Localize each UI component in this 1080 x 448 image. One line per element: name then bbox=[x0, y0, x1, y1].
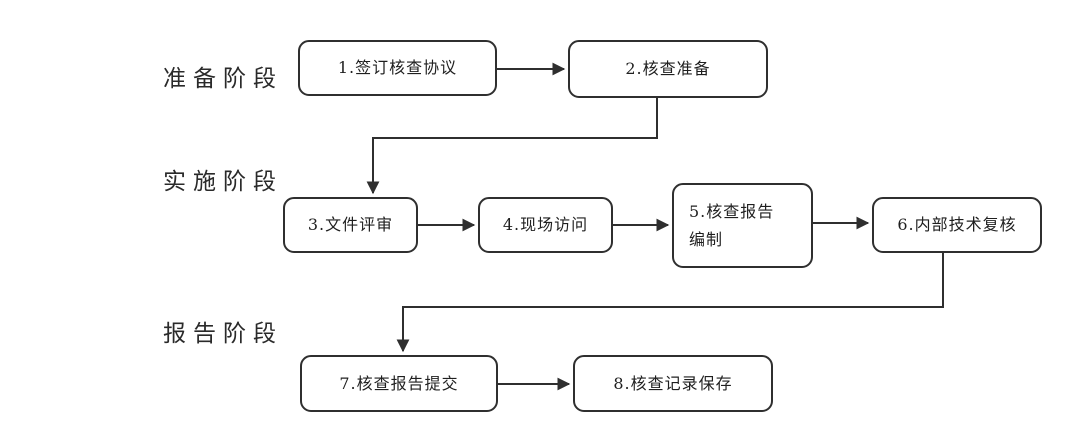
step-box-6-internal-technical-review: 6.内部技术复核 bbox=[872, 197, 1042, 253]
connector-step6-step7 bbox=[396, 253, 944, 353]
step-box-3-document-review: 3.文件评审 bbox=[283, 197, 418, 253]
step-box-4-site-visit: 4.现场访问 bbox=[478, 197, 613, 253]
step-box-7-verification-report-submission: 7.核查报告提交 bbox=[300, 355, 498, 412]
connector-step2-step3 bbox=[366, 98, 658, 195]
phase-label-report: 报告阶段 bbox=[163, 321, 283, 347]
step-box-8-verification-record-keeping: 8.核查记录保存 bbox=[573, 355, 773, 412]
step-box-2-verification-preparation: 2.核查准备 bbox=[568, 40, 768, 98]
step-box-1-sign-verification-agreement: 1.签订核查协议 bbox=[298, 40, 497, 96]
phase-label-prepare: 准备阶段 bbox=[163, 66, 283, 92]
phase-label-implement: 实施阶段 bbox=[163, 169, 283, 195]
step-box-5-verification-report-drafting: 5.核查报告编制 bbox=[672, 183, 813, 268]
